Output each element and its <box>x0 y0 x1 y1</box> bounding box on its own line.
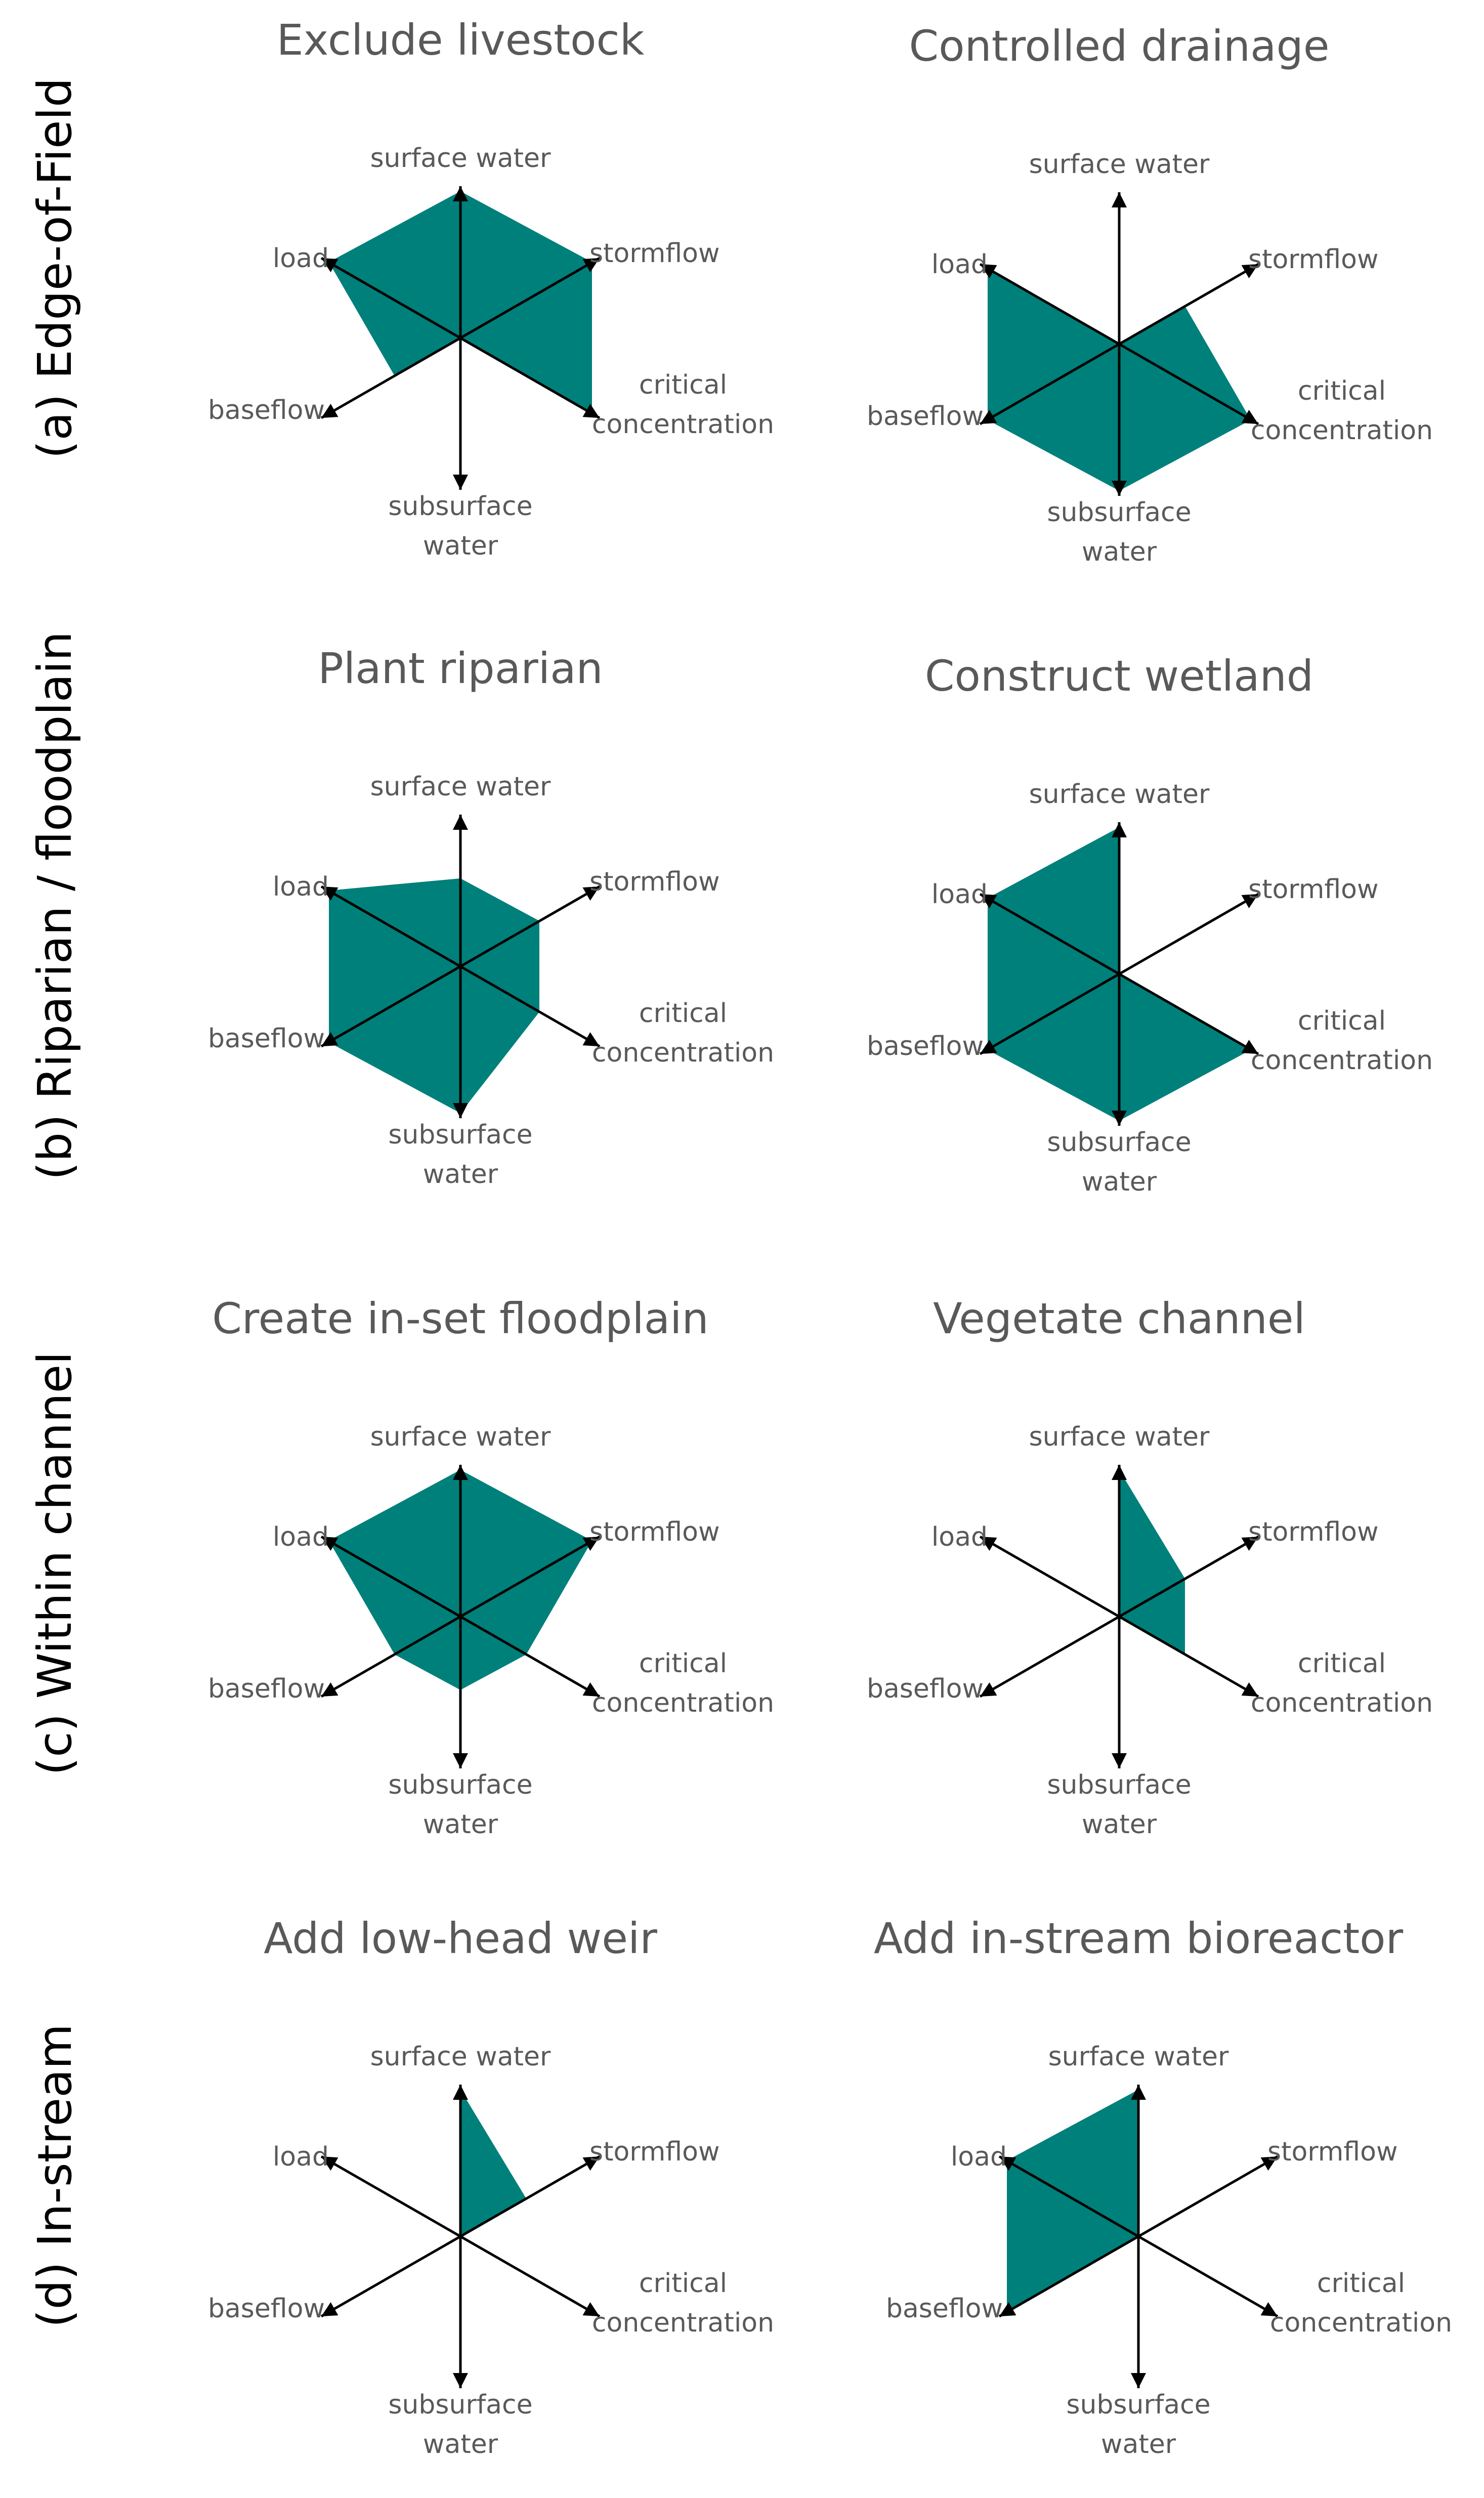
label-concentration: concentration <box>1251 1045 1433 1076</box>
label-concentration: concentration <box>592 409 774 440</box>
label-concentration: concentration <box>592 1038 774 1068</box>
label-water: water <box>423 1809 498 1840</box>
label-water: water <box>423 1159 498 1190</box>
label-surface-water: surface water <box>370 1422 551 1452</box>
label-concentration: concentration <box>592 1688 774 1718</box>
label-baseflow: baseflow <box>867 1031 984 1062</box>
radar-create-in-set-floodplain: Create in-set floodplain surface water sto… <box>208 1294 774 1840</box>
label-subsurface: subsurface <box>388 1120 532 1150</box>
radar-polygon <box>1007 2090 1138 2312</box>
label-stormflow: stormflow <box>1248 874 1379 905</box>
label-baseflow: baseflow <box>208 1674 325 1704</box>
label-baseflow: baseflow <box>208 2294 325 2324</box>
label-water: water <box>1082 1809 1157 1840</box>
radar-add-in-stream-bioreactor: Add in-stream bioreactor surface water sto… <box>874 1914 1452 2460</box>
radar-polygon <box>329 2090 526 2312</box>
label-critical: critical <box>639 1648 727 1679</box>
radar-controlled-drainage: Controlled drainage surface water stormflo… <box>867 21 1433 567</box>
label-load: load <box>273 1522 329 1552</box>
label-baseflow: baseflow <box>867 1674 984 1704</box>
radar-exclude-livestock: Exclude livestock surface water stormflow c… <box>208 15 774 561</box>
label-stormflow: stormflow <box>1248 244 1379 275</box>
label-water: water <box>1082 537 1157 567</box>
label-load: load <box>951 2142 1007 2172</box>
label-water: water <box>1101 2429 1176 2460</box>
radar-polygon <box>329 878 539 1113</box>
chart-title: Add in-stream bioreactor <box>874 1914 1404 1963</box>
axis-critical-concentration-load <box>979 893 1259 1055</box>
label-concentration: concentration <box>592 2308 774 2338</box>
label-load: load <box>273 243 329 274</box>
label-subsurface: subsurface <box>388 491 532 522</box>
chart-title: Plant riparian <box>318 644 603 693</box>
label-subsurface: subsurface <box>388 1770 532 1800</box>
label-critical: critical <box>1298 1648 1386 1679</box>
label-concentration: concentration <box>1251 415 1433 446</box>
label-subsurface: subsurface <box>1047 1127 1191 1158</box>
label-baseflow: baseflow <box>208 395 325 426</box>
label-baseflow: baseflow <box>886 2294 1003 2324</box>
label-critical: critical <box>639 2268 727 2299</box>
radar-add-low-head-weir: Add low-head weir surface water stormflow c… <box>208 1914 774 2460</box>
axis-critical-concentration-load <box>979 263 1259 426</box>
label-load: load <box>931 1522 988 1552</box>
label-surface-water: surface water <box>370 772 551 802</box>
label-load: load <box>273 872 329 902</box>
axis-critical-concentration-load <box>320 257 601 419</box>
chart-title: Construct wetland <box>925 651 1313 701</box>
radar-plant-riparian: Plant riparian surface water stormflow crit… <box>208 644 774 1190</box>
label-stormflow: stormflow <box>589 238 720 269</box>
label-stormflow: stormflow <box>589 867 720 897</box>
label-load: load <box>273 2142 329 2172</box>
label-surface-water: surface water <box>370 143 551 174</box>
label-surface-water: surface water <box>1029 779 1210 810</box>
radar-construct-wetland: Construct wetland surface water stormflow c… <box>867 651 1433 1197</box>
label-water: water <box>423 2429 498 2460</box>
label-water: water <box>423 531 498 561</box>
label-load: load <box>931 879 988 910</box>
label-surface-water: surface water <box>370 2042 551 2072</box>
radar-vegetate-channel: Vegetate channel surface water stormflow cr… <box>867 1294 1433 1840</box>
label-subsurface: subsurface <box>1066 2390 1210 2420</box>
label-subsurface: subsurface <box>1047 1770 1191 1800</box>
chart-title: Controlled drainage <box>909 21 1329 71</box>
label-surface-water: surface water <box>1029 149 1210 180</box>
axis-critical-concentration-load <box>320 885 601 1048</box>
label-stormflow: stormflow <box>589 1517 720 1547</box>
row-label-a: (a) Edge-of-Field <box>28 77 82 458</box>
label-subsurface: subsurface <box>1047 497 1191 528</box>
label-baseflow: baseflow <box>867 401 984 432</box>
label-concentration: concentration <box>1251 1688 1433 1718</box>
label-critical: critical <box>639 370 727 400</box>
label-stormflow: stormflow <box>1267 2137 1398 2167</box>
radar-charts: Exclude livestock surface water stormflow c… <box>208 15 1452 2460</box>
chart-title: Exclude livestock <box>277 15 645 65</box>
label-critical: critical <box>639 998 727 1029</box>
chart-title: Create in-set floodplain <box>212 1294 709 1343</box>
row-label-b: (b) Riparian / floodplain <box>28 631 82 1180</box>
row-label-c: (c) Within channel <box>28 1351 82 1775</box>
axis-critical-concentration-load <box>979 1535 1259 1698</box>
label-surface-water: surface water <box>1029 1422 1210 1452</box>
label-baseflow: baseflow <box>208 1024 325 1054</box>
chart-title: Add low-head weir <box>264 1914 657 1963</box>
label-load: load <box>931 249 988 280</box>
label-stormflow: stormflow <box>589 2137 720 2167</box>
label-subsurface: subsurface <box>388 2390 532 2420</box>
label-critical: critical <box>1298 376 1386 406</box>
label-surface-water: surface water <box>1048 2042 1229 2072</box>
label-concentration: concentration <box>1270 2308 1452 2338</box>
label-critical: critical <box>1298 1006 1386 1036</box>
label-water: water <box>1082 1167 1157 1197</box>
radar-polygon <box>988 1470 1185 1692</box>
axis-critical-concentration-load <box>998 2155 1279 2318</box>
label-critical: critical <box>1317 2268 1405 2299</box>
row-label-d: (d) In-stream <box>28 2024 82 2327</box>
axis-critical-concentration-load <box>320 1535 601 1698</box>
axis-critical-concentration-load <box>320 2155 601 2318</box>
chart-title: Vegetate channel <box>933 1294 1305 1343</box>
label-stormflow: stormflow <box>1248 1517 1379 1547</box>
